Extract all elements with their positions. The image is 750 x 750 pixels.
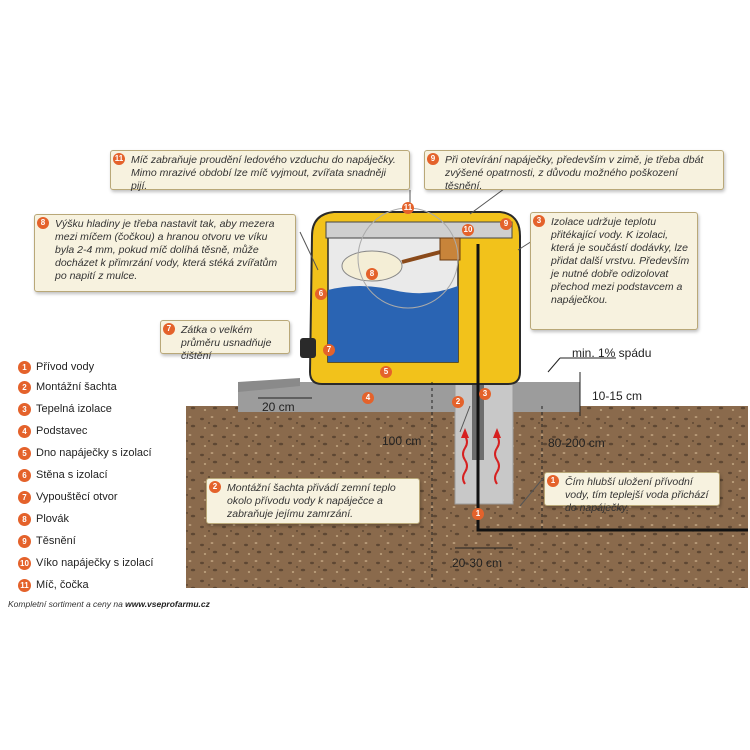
pipe-depth-label: 80-200 cm xyxy=(548,436,605,450)
shaft-width-label: 20-30 cm xyxy=(452,556,503,570)
footer-prefix: Kompletní sortiment a ceny na xyxy=(8,599,126,609)
note-insulation: 3 Izolace udržuje teplotu přitékající vo… xyxy=(530,212,698,330)
marker-pipe: 1 xyxy=(472,508,484,520)
note-ball: 11 Míč zabraňuje proudění ledového vzduc… xyxy=(110,150,410,192)
water-supply-pipe xyxy=(476,244,748,532)
note-number: 8 xyxy=(37,217,49,229)
marker-insulation: 3 xyxy=(479,388,491,400)
note-float: 8 Výšku hladiny je třeba nastavit tak, a… xyxy=(34,214,296,292)
drain-plug xyxy=(300,338,316,358)
shaft-depth-label: 100 cm xyxy=(382,434,422,448)
base-slope-left xyxy=(238,378,300,392)
note-number: 7 xyxy=(163,323,175,335)
marker-ball: 11 xyxy=(402,202,414,214)
note-seal: 9 Při otevírání napáječky, především v z… xyxy=(424,150,724,192)
note-text: Čím hlubší uložení přívodní vody, tím te… xyxy=(565,476,709,514)
slope-label: min. 1% spádu xyxy=(572,346,652,360)
footer-link[interactable]: www.vseprofarmu.cz xyxy=(125,599,210,609)
note-text: Izolace udržuje teplotu přitékající vody… xyxy=(551,216,690,306)
note-text: Při otevírání napáječky, především v zim… xyxy=(445,154,704,192)
base-overhang-label: 20 cm xyxy=(262,400,295,414)
note-number: 2 xyxy=(209,481,221,493)
note-text: Montážní šachta přivádí zemní teplo okol… xyxy=(227,482,396,520)
marker-base: 4 xyxy=(362,392,374,404)
marker-drain: 7 xyxy=(323,344,335,356)
marker-float: 8 xyxy=(366,268,378,280)
note-pipe-depth: 1 Čím hlubší uložení přívodní vody, tím … xyxy=(544,472,720,514)
note-number: 1 xyxy=(547,475,559,487)
note-number: 11 xyxy=(113,153,125,165)
note-shaft: 2 Montážní šachta přivádí zemní teplo ok… xyxy=(206,478,420,524)
float-ball xyxy=(341,250,403,282)
marker-shaft: 2 xyxy=(452,396,464,408)
note-number: 3 xyxy=(533,215,545,227)
note-drain: 7 Zátka o velkém průměru usnadňuje čiště… xyxy=(160,320,290,362)
marker-bottom: 5 xyxy=(380,366,392,378)
marker-lid: 10 xyxy=(462,224,474,236)
note-text: Výšku hladiny je třeba nastavit tak, aby… xyxy=(55,218,278,282)
heat-arrows xyxy=(461,428,501,485)
note-text: Míč zabraňuje proudění ledového vzduchu … xyxy=(131,154,396,192)
base-height-label: 10-15 cm xyxy=(592,389,643,403)
marker-seal: 9 xyxy=(500,218,512,230)
drinker-lid xyxy=(325,221,513,239)
valve xyxy=(439,237,461,261)
note-number: 9 xyxy=(427,153,439,165)
note-text: Zátka o velkém průměru usnadňuje čištění xyxy=(181,324,272,362)
marker-wall: 6 xyxy=(315,288,327,300)
footer-note: Kompletní sortiment a ceny na www.vsepro… xyxy=(8,599,210,609)
